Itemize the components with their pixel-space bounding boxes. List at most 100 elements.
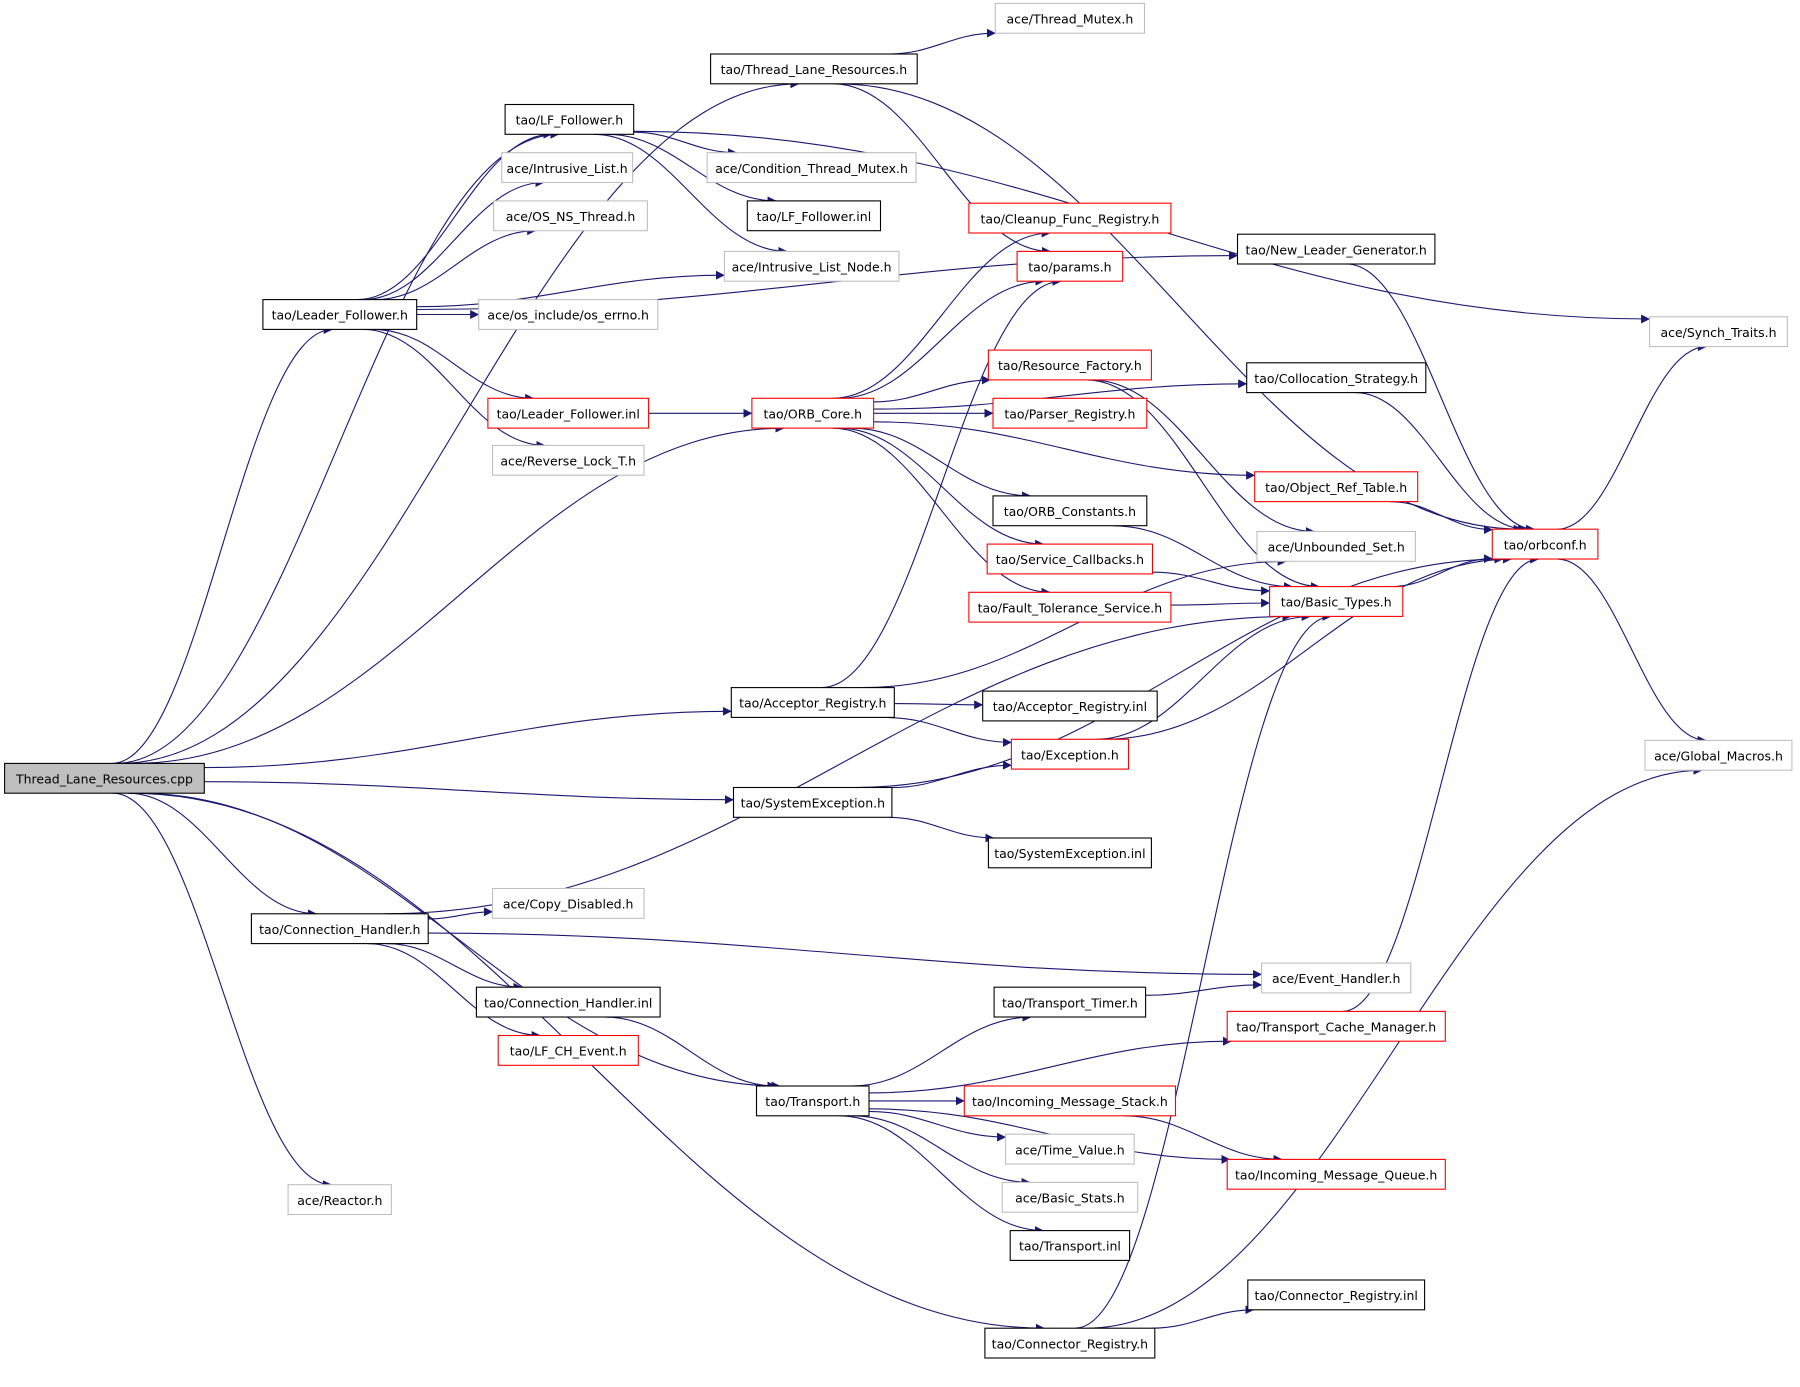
node-resource-factory[interactable]: tao/Resource_Factory.h bbox=[987, 349, 1152, 381]
edge-leader_follower_h-to-os_ns_thread bbox=[374, 226, 537, 301]
node-incoming-stack[interactable]: tao/Incoming_Message_Stack.h bbox=[963, 1085, 1177, 1117]
node-label: tao/New_Leader_Generator.h bbox=[1246, 242, 1427, 257]
node-label: tao/Leader_Follower.inl bbox=[497, 406, 640, 421]
node-leader-follower-h[interactable]: tao/Leader_Follower.h bbox=[262, 299, 418, 330]
node-intrusive-list[interactable]: ace/Intrusive_List.h bbox=[501, 152, 634, 184]
node-label: ace/Reactor.h bbox=[297, 1193, 382, 1208]
node-label: tao/Incoming_Message_Queue.h bbox=[1235, 1168, 1437, 1183]
node-connection-handler-h[interactable]: tao/Connection_Handler.h bbox=[250, 913, 429, 945]
node-box bbox=[1269, 586, 1404, 617]
edge-new_leader-to-orbconf bbox=[1346, 263, 1536, 534]
node-parser-registry[interactable]: tao/Parser_Registry.h bbox=[992, 397, 1148, 429]
node-collocation[interactable]: tao/Collocation_Strategy.h bbox=[1246, 362, 1427, 394]
node-lf-follower-inl[interactable]: tao/LF_Follower.inl bbox=[746, 200, 882, 232]
node-event-handler[interactable]: ace/Event_Handler.h bbox=[1261, 962, 1412, 994]
edge-transport_h-to-transport_timer bbox=[851, 1012, 1032, 1087]
node-intrusive-list-node[interactable]: ace/Intrusive_List_Node.h bbox=[723, 250, 900, 282]
edge-transport_h-to-time_value bbox=[868, 1110, 1007, 1142]
node-transport-timer[interactable]: tao/Transport_Timer.h bbox=[993, 986, 1147, 1018]
edge-tlr_h-to-params bbox=[833, 83, 1051, 256]
edge-connection_handler_h-to-basic_types bbox=[385, 612, 1292, 915]
node-label: tao/Incoming_Message_Stack.h bbox=[972, 1094, 1168, 1109]
edge-root-to-system_exception_h bbox=[204, 781, 734, 805]
node-unbounded-set[interactable]: ace/Unbounded_Set.h bbox=[1256, 530, 1416, 562]
edges-layer bbox=[111, 28, 1707, 1333]
node-label: tao/params.h bbox=[1028, 260, 1111, 275]
node-params[interactable]: tao/params.h bbox=[1016, 250, 1124, 282]
node-box bbox=[986, 543, 1154, 575]
node-box bbox=[1226, 1158, 1446, 1190]
node-time-value[interactable]: ace/Time_Value.h bbox=[1005, 1133, 1135, 1165]
node-synch-traits[interactable]: ace/Synch_Traits.h bbox=[1649, 316, 1788, 348]
node-transport-h[interactable]: tao/Transport.h bbox=[755, 1085, 870, 1117]
node-box bbox=[1005, 1133, 1135, 1165]
node-orb-core[interactable]: tao/ORB_Core.h bbox=[751, 397, 875, 429]
edge-lf_follower_h-to-cond_thread_mutex bbox=[633, 131, 738, 158]
node-box bbox=[992, 397, 1148, 429]
node-transport-inl[interactable]: tao/Transport.inl bbox=[1009, 1230, 1131, 1261]
node-label: tao/Object_Ref_Table.h bbox=[1265, 480, 1407, 495]
node-box bbox=[1256, 530, 1416, 562]
node-box bbox=[1246, 362, 1427, 394]
node-label: ace/Copy_Disabled.h bbox=[503, 897, 634, 912]
node-box bbox=[478, 299, 659, 330]
node-acceptor-registry-inl[interactable]: tao/Acceptor_Registry.inl bbox=[982, 690, 1158, 722]
node-box bbox=[730, 687, 895, 718]
edge-connection_handler_h-to-event_handler bbox=[428, 932, 1263, 979]
node-label: ace/Basic_Stats.h bbox=[1015, 1191, 1125, 1206]
edge-orb_core-to-cleanup_func bbox=[832, 228, 1051, 399]
node-copy-disabled[interactable]: ace/Copy_Disabled.h bbox=[491, 887, 645, 919]
node-global-macros[interactable]: ace/Global_Macros.h bbox=[1644, 739, 1793, 771]
node-label: tao/Basic_Types.h bbox=[1281, 595, 1392, 610]
node-box bbox=[1010, 738, 1130, 770]
node-os-ns-thread[interactable]: ace/OS_NS_Thread.h bbox=[493, 200, 648, 232]
node-box bbox=[504, 103, 635, 135]
node-basic-types[interactable]: tao/Basic_Types.h bbox=[1269, 586, 1404, 617]
node-leader-follower-inl[interactable]: tao/Leader_Follower.inl bbox=[487, 397, 650, 429]
node-tlr-h[interactable]: tao/Thread_Lane_Resources.h bbox=[710, 53, 918, 85]
node-label: ace/Synch_Traits.h bbox=[1660, 325, 1776, 340]
node-reverse-lock[interactable]: ace/Reverse_Lock_T.h bbox=[491, 444, 645, 476]
node-box bbox=[968, 591, 1172, 623]
edge-orb_core-to-fault_tolerance bbox=[832, 427, 1051, 597]
node-label: tao/Acceptor_Registry.inl bbox=[993, 699, 1147, 714]
node-service-callbacks[interactable]: tao/Service_Callbacks.h bbox=[986, 543, 1154, 575]
node-system-exception-h[interactable]: tao/SystemException.h bbox=[732, 786, 893, 818]
node-basic-stats[interactable]: ace/Basic_Stats.h bbox=[1001, 1181, 1139, 1213]
node-label: tao/Collocation_Strategy.h bbox=[1254, 371, 1418, 386]
node-box bbox=[751, 397, 875, 429]
node-acceptor-registry-h[interactable]: tao/Acceptor_Registry.h bbox=[730, 687, 895, 718]
node-lf-follower-h[interactable]: tao/LF_Follower.h bbox=[504, 103, 635, 135]
node-connector-registry-inl[interactable]: tao/Connector_Registry.inl bbox=[1247, 1279, 1426, 1311]
edge-service_callbacks-to-basic_types bbox=[1152, 571, 1271, 596]
node-orb-constants[interactable]: tao/ORB_Constants.h bbox=[992, 495, 1148, 527]
node-connection-handler-inl[interactable]: tao/Connection_Handler.inl bbox=[475, 986, 661, 1018]
edge-orb_core-to-collocation bbox=[873, 379, 1248, 410]
node-exception[interactable]: tao/Exception.h bbox=[1010, 738, 1130, 770]
node-new-leader[interactable]: tao/New_Leader_Generator.h bbox=[1236, 233, 1436, 265]
node-system-exception-inl[interactable]: tao/SystemException.inl bbox=[987, 837, 1152, 869]
node-box bbox=[1009, 1230, 1131, 1261]
node-transport-cache[interactable]: tao/Transport_Cache_Manager.h bbox=[1226, 1010, 1446, 1042]
edge-root-to-tlr_h bbox=[119, 79, 800, 764]
node-lf-ch-event[interactable]: tao/LF_CH_Event.h bbox=[497, 1034, 639, 1066]
node-orbconf[interactable]: tao/orbconf.h bbox=[1491, 528, 1599, 560]
node-label: ace/Intrusive_List_Node.h bbox=[732, 260, 892, 275]
node-fault-tolerance[interactable]: tao/Fault_Tolerance_Service.h bbox=[968, 591, 1172, 623]
edge-connector_registry_h-to-connector_registry_inl bbox=[1152, 1305, 1255, 1329]
node-incoming-queue[interactable]: tao/Incoming_Message_Queue.h bbox=[1226, 1158, 1446, 1190]
node-box bbox=[1644, 739, 1793, 771]
node-connector-registry-h[interactable]: tao/Connector_Registry.h bbox=[984, 1327, 1156, 1359]
node-root[interactable]: Thread_Lane_Resources.cpp bbox=[4, 762, 205, 794]
edge-acceptor_registry_h-to-unbounded_set bbox=[862, 556, 1287, 689]
node-reactor[interactable]: ace/Reactor.h bbox=[287, 1184, 392, 1216]
node-thread-mutex[interactable]: ace/Thread_Mutex.h bbox=[994, 2, 1146, 34]
node-object-ref-table[interactable]: tao/Object_Ref_Table.h bbox=[1254, 471, 1419, 503]
node-os-errno[interactable]: ace/os_include/os_errno.h bbox=[478, 299, 659, 330]
node-box bbox=[755, 1085, 870, 1117]
node-cleanup-func[interactable]: tao/Cleanup_Func_Registry.h bbox=[968, 202, 1172, 234]
edge-transport_timer-to-event_handler bbox=[1145, 980, 1263, 996]
edge-acceptor_registry_h-to-acceptor_registry_inl bbox=[894, 700, 984, 710]
edge-connection_handler_h-to-connection_handler_inl bbox=[386, 943, 523, 992]
node-cond-thread-mutex[interactable]: ace/Condition_Thread_Mutex.h bbox=[706, 152, 917, 184]
